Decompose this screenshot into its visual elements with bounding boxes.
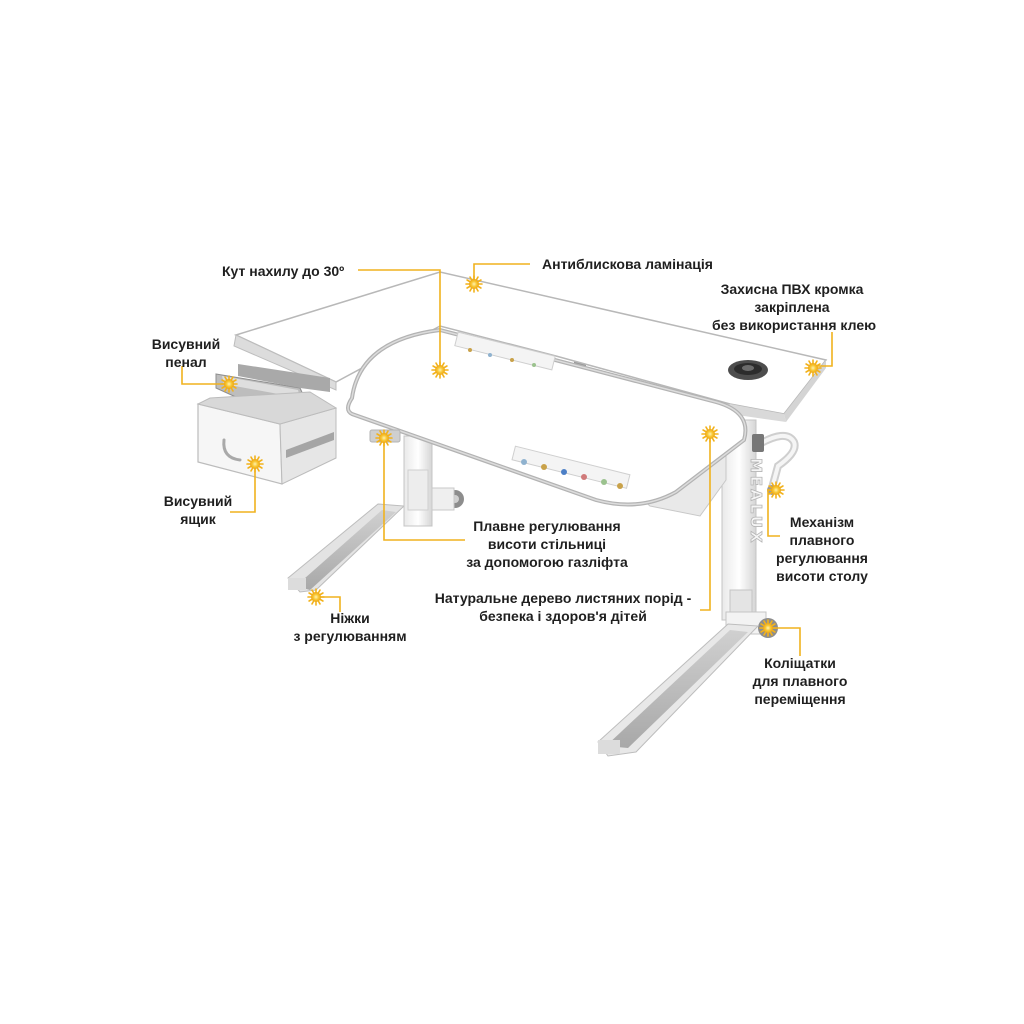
- ruler-strip: [454, 331, 556, 371]
- marker-pencil-sun-icon: [220, 375, 238, 393]
- desk-drawing: MEALUX: [196, 271, 828, 757]
- label-mechanism: Механізм плавного регулювання висоти сто…: [776, 514, 868, 584]
- label-edge: Захисна ПВХ кромка закріплена без викори…: [712, 281, 877, 333]
- marker-gaslift-sun-icon: [375, 429, 393, 447]
- right-foot: [597, 623, 760, 757]
- label-pencil: Висувний пенал: [151, 336, 221, 370]
- left-column: [375, 431, 433, 527]
- callout-lines: [181, 263, 833, 656]
- marker-drawer-sun-icon: [246, 455, 264, 473]
- callout-line-wood: [700, 436, 711, 611]
- label-tilt: Кут нахилу до 30º: [222, 263, 345, 279]
- label-wheels: Коліщатки для плавного переміщення: [752, 655, 848, 707]
- callout-line-pencil: [181, 366, 228, 385]
- marker-tilt-sun-icon: [431, 361, 449, 379]
- callout-line-drawer: [230, 466, 256, 513]
- marker-mechanism-sun-icon: [767, 481, 785, 499]
- label-feet: Ніжки з регулюванням: [293, 610, 407, 644]
- left-wheel: [431, 487, 464, 511]
- marker-edge-sun-icon: [804, 359, 822, 377]
- label-gaslift: Плавне регулювання висоти стільниці за д…: [466, 518, 628, 570]
- marker-wheels-sun-icon: [759, 619, 777, 637]
- marker-feet-sun-icon: [307, 588, 325, 606]
- callout-line-edge: [814, 332, 833, 367]
- label-antiglare: Антиблискова ламінація: [542, 256, 713, 272]
- callout-markers: [220, 275, 822, 637]
- label-drawer: Висувний ящик: [163, 493, 233, 527]
- callout-line-wheels: [768, 627, 801, 656]
- crank-handle: [752, 432, 799, 495]
- marker-antiglare-sun-icon: [465, 275, 483, 293]
- callout-line-feet: [318, 596, 341, 612]
- callout-line-tilt: [358, 269, 441, 368]
- left-foot: [287, 503, 406, 593]
- label-wood: Натуральне дерево листяних порід - безпе…: [434, 590, 692, 624]
- lower-drawer: [196, 391, 338, 485]
- desk-speaker: [728, 360, 768, 380]
- brand-logo: MEALUX: [747, 458, 765, 546]
- callout-line-antiglare: [473, 263, 530, 282]
- marker-wood-sun-icon: [701, 425, 719, 443]
- callout-line-gaslift: [383, 438, 465, 541]
- stationery-strip: [511, 445, 631, 489]
